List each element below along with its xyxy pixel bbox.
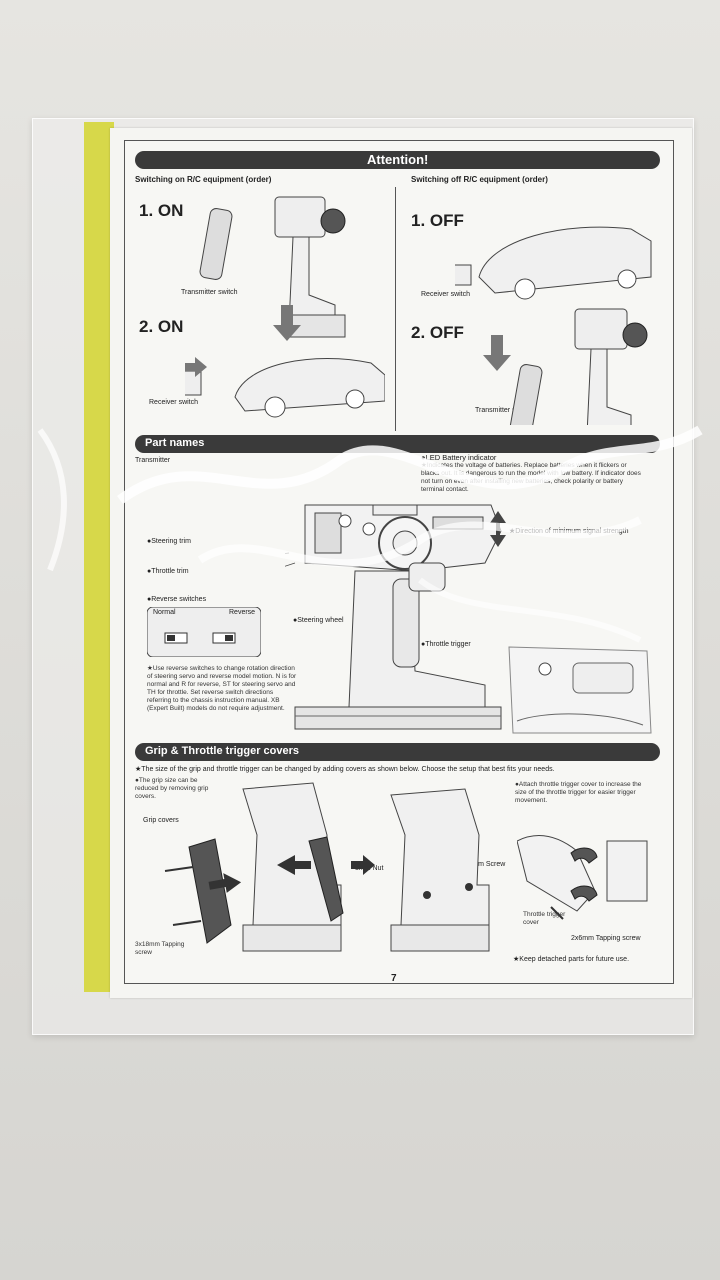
grip-intro: ★The size of the grip and throttle trigg… bbox=[135, 766, 555, 773]
direction-arrow-icon bbox=[490, 511, 506, 547]
part-names-subtitle: Transmitter bbox=[135, 457, 171, 464]
part-names-bar: Part names bbox=[135, 435, 660, 453]
switch-label-reverse: Reverse bbox=[229, 609, 256, 616]
grip-covers-illustration bbox=[164, 782, 490, 952]
attention-bar: Attention! bbox=[135, 151, 660, 169]
trigger-cover-label: Throttle trigger cover bbox=[523, 911, 566, 926]
receiver-illustration bbox=[508, 646, 652, 734]
grip-note: ●The grip size can be reduced by removin… bbox=[135, 777, 209, 800]
trigger-cover-illustration bbox=[517, 835, 648, 920]
off-step-2: 2. OFF bbox=[411, 323, 464, 342]
keep-note: ★Keep detached parts for future use. bbox=[513, 956, 630, 963]
on-transmitter-switch-label: Transmitter switch bbox=[181, 289, 238, 296]
switching-off-heading: Switching off R/C equipment (order) bbox=[411, 175, 548, 184]
throttle-trigger-label: ●Throttle trigger bbox=[421, 641, 471, 648]
tapping-screw-2x6-label: 2x6mm Tapping screw bbox=[571, 935, 641, 942]
grip-covers-label: Grip covers bbox=[143, 817, 179, 824]
switching-on-heading: Switching on R/C equipment (order) bbox=[135, 175, 272, 184]
attention-title: Attention! bbox=[367, 152, 429, 167]
on-receiver-switch-label: Receiver switch bbox=[149, 399, 199, 406]
part-names-title: Part names bbox=[145, 437, 205, 449]
steering-trim-label: ●Steering trim bbox=[147, 538, 191, 545]
grip-bar: Grip & Throttle trigger covers bbox=[135, 743, 660, 761]
reverse-switch-diagram bbox=[147, 607, 261, 657]
yellow-page-edge bbox=[84, 122, 114, 992]
screw-3x8-label: 3x8mm Screw bbox=[461, 861, 506, 868]
attach-note: ●Attach throttle trigger cover to increa… bbox=[515, 781, 642, 804]
reverse-note: ★Use reverse switches to change rotation… bbox=[147, 665, 297, 712]
on-step-2: 2. ON bbox=[139, 317, 184, 336]
reverse-switches-label: ●Reverse switches bbox=[147, 596, 207, 603]
switch-label-normal: Normal bbox=[153, 609, 176, 616]
direction-note: ★Direction of minimum signal strength bbox=[509, 528, 629, 535]
transmitter-illustration bbox=[285, 504, 502, 730]
off-transmitter-switch-label: Transmitter switch bbox=[475, 407, 532, 414]
led-label: ●LED Battery indicator bbox=[421, 453, 497, 462]
section-divider bbox=[395, 187, 396, 431]
switch-on-illustration bbox=[185, 196, 385, 418]
page-number: 7 bbox=[391, 973, 397, 984]
off-receiver-switch-label: Receiver switch bbox=[421, 291, 471, 298]
tapping-screw-3x18-label: 3x18mm Tapping screw bbox=[135, 941, 185, 956]
throttle-trim-label: ●Throttle trim bbox=[147, 568, 189, 575]
on-step-1: 1. ON bbox=[139, 201, 184, 220]
switch-off-illustration bbox=[455, 226, 652, 425]
steering-wheel-label: ●Steering wheel bbox=[293, 617, 344, 624]
grip-title: Grip & Throttle trigger covers bbox=[145, 745, 300, 757]
off-step-1: 1. OFF bbox=[411, 211, 464, 230]
manual-page: Attention! Switching on R/C equipment (o… bbox=[110, 128, 692, 998]
page-frame: Attention! Switching on R/C equipment (o… bbox=[124, 140, 674, 984]
